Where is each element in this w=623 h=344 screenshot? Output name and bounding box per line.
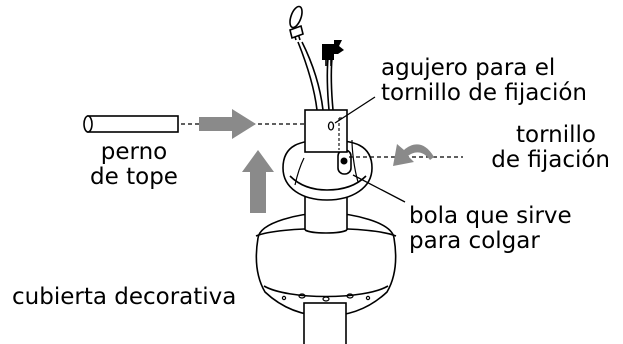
- set-screw-label: tornillo de fijación: [470, 123, 610, 173]
- bolt-hole: [327, 117, 344, 150]
- lower-downrod: [303, 302, 347, 344]
- bolt-hole-label: agujero para el tornillo de fijación: [381, 56, 587, 106]
- lift-up-arrow-icon: [242, 150, 274, 213]
- wire-loop-icon: [289, 5, 304, 40]
- ball-slot: [337, 149, 352, 175]
- hanger-ball-label: bola que sirve para colgar: [409, 204, 572, 254]
- stop-pin: [83, 115, 179, 133]
- set-screw-label-line1: tornillo: [516, 122, 596, 148]
- hanger-ball-label-line1: bola que sirve: [409, 203, 572, 229]
- stop-pin-label-line1: perno: [100, 139, 168, 165]
- set-screw-label-line2: de fijación: [491, 147, 610, 173]
- downrod: [304, 195, 348, 234]
- wire-connector-icon: [322, 40, 344, 66]
- bolt-hole-label-line1: agujero para el: [381, 55, 556, 81]
- wires: [292, 29, 334, 111]
- leader-lines: [334, 96, 406, 203]
- upper-downrod: [304, 109, 348, 153]
- canopy-screw-holes: [281, 293, 371, 302]
- stop-pin-label-line2: de tope: [90, 164, 178, 190]
- insert-pin-arrow-icon: [199, 109, 256, 139]
- bolt-hole-label-line2: tornillo de fijación: [381, 80, 587, 106]
- hanger-ball-label-line2: para colgar: [409, 228, 540, 254]
- stop-pin-label: perno de tope: [88, 140, 180, 190]
- twist-screw-arrow-icon: [393, 144, 434, 166]
- canopy-label: cubierta decorativa: [12, 284, 237, 310]
